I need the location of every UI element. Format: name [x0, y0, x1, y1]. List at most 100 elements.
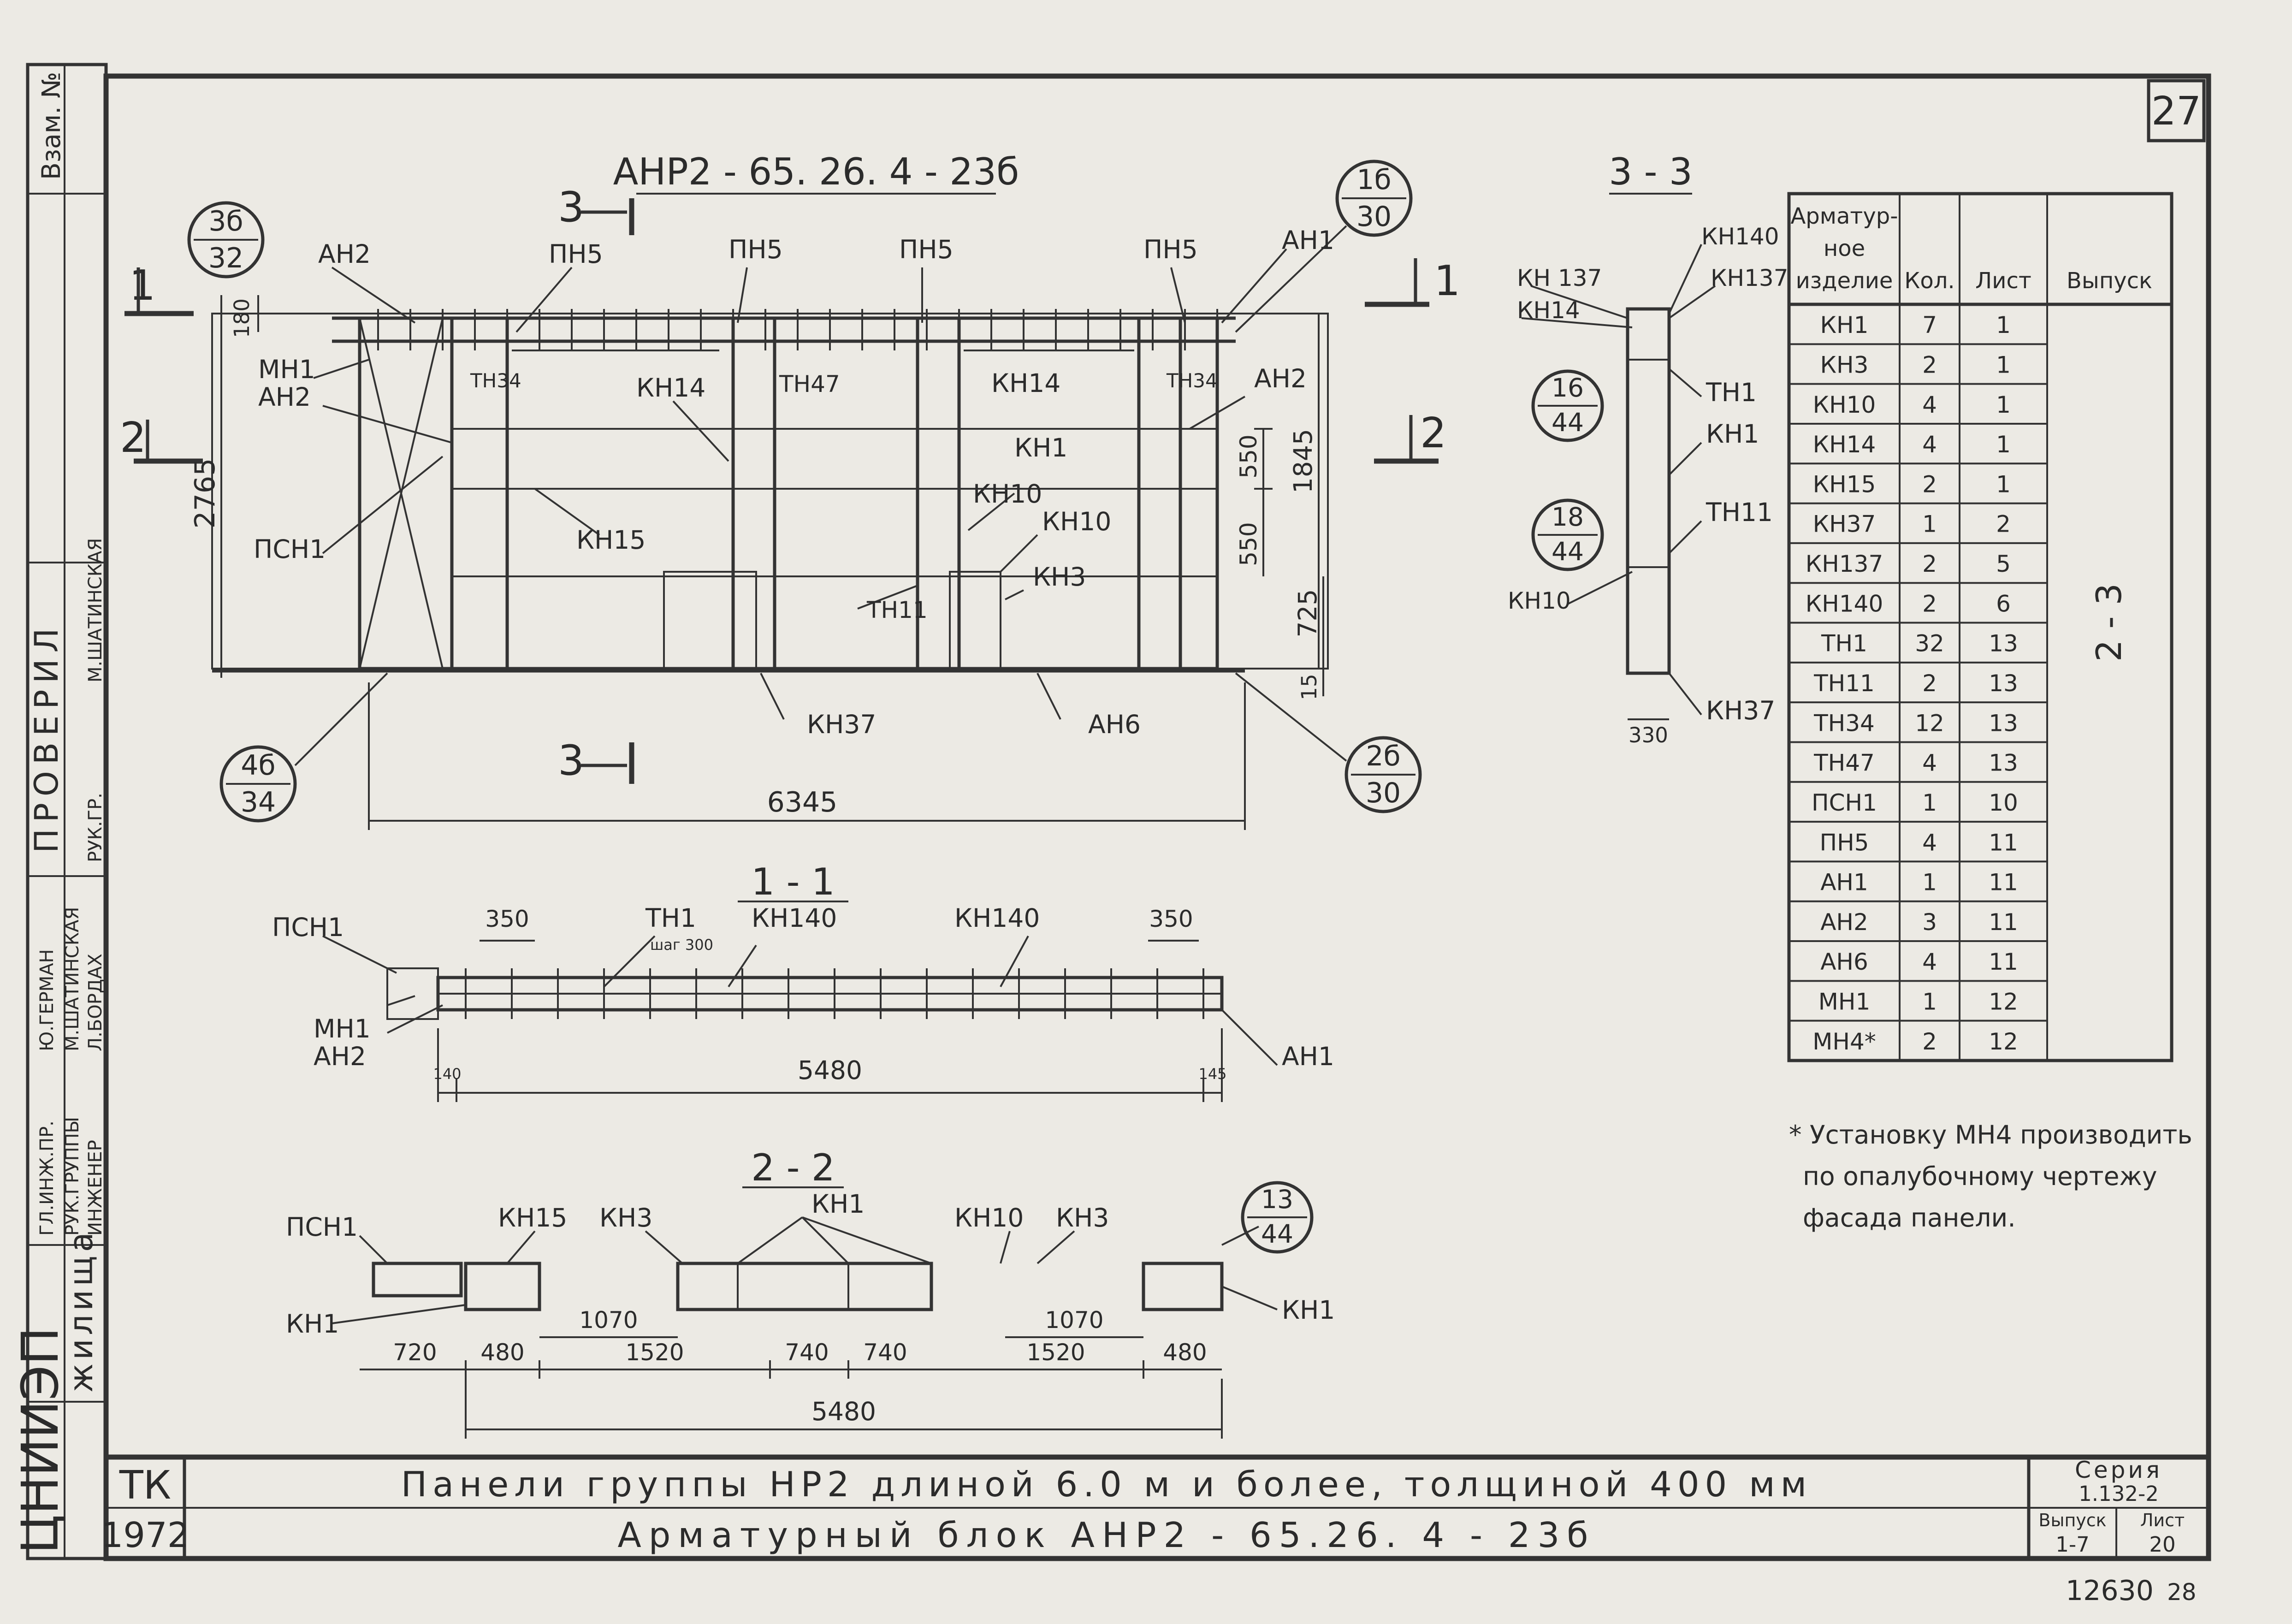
table-cell-sheet: 1	[1996, 351, 2011, 378]
callout-2b-30: 2б 30	[1344, 736, 1422, 813]
callout-4b-34: 4б 34	[219, 745, 297, 823]
callout-top: 13	[1261, 1185, 1293, 1214]
s33-label-kh140: КН140	[1701, 223, 1779, 250]
callout-bottom: 32	[208, 242, 243, 274]
cut-2-left-label: 2	[120, 414, 146, 462]
table-cell-qty: 2	[1922, 590, 1937, 617]
title-line-2: Арматурный блок АНР2 - 65.26. 4 - 23б	[617, 1515, 1595, 1555]
table-cell-item: КН1	[1820, 312, 1869, 338]
cut-3-bottom-label: 3	[558, 736, 584, 785]
table-cell-sheet: 5	[1996, 551, 2011, 577]
label-ph5-2: ПН5	[728, 235, 783, 264]
s33-callout-18-44: 18 44	[1531, 498, 1604, 571]
label-ph5-4: ПН5	[1143, 235, 1198, 264]
s22-dim-1520-a: 1520	[625, 1339, 684, 1366]
archive-suffix: 28	[2167, 1579, 2197, 1606]
corner-sheet-number: 27	[2151, 89, 2201, 134]
table-cell-item: КН137	[1806, 551, 1883, 577]
label-ah2-left: АН2	[258, 382, 311, 412]
s11-label-ah1: АН1	[1282, 1042, 1334, 1071]
table-cell-sheet: 1	[1996, 391, 2011, 418]
s33-label-kh14: КН14	[1517, 297, 1580, 324]
label-ah2-right: АН2	[1254, 364, 1307, 393]
s22-dim-1070-a: 1070	[579, 1307, 638, 1334]
callout-bottom: 34	[241, 786, 276, 818]
s33-label-th11: ТН11	[1706, 498, 1773, 527]
name-4: М.ШАТИНСКАЯ	[85, 538, 106, 682]
label-ah1: АН1	[1282, 225, 1334, 255]
table-cell-sheet: 2	[1996, 511, 2011, 538]
s22-label-kh10: КН10	[954, 1203, 1024, 1233]
name-1: Ю.ГЕРМАН	[36, 949, 58, 1051]
callout-top: 1б	[1356, 164, 1391, 196]
table-cell-sheet: 13	[1989, 750, 2018, 776]
table-cell-item: КН14	[1813, 431, 1876, 458]
s11-dim-350-b: 350	[1149, 906, 1193, 932]
s33-callout-16-44: 16 44	[1531, 369, 1604, 442]
note-line-1: * Установку МН4 производить	[1789, 1120, 2192, 1150]
table-cell-qty: 4	[1922, 750, 1937, 776]
callout-bottom: 44	[1552, 537, 1584, 566]
s22-callout-13-44: 13 44	[1241, 1181, 1314, 1254]
s11-label-ah2: АН2	[314, 1042, 366, 1071]
main-elevation: АНР2 - 65. 26. 4 - 23б	[120, 150, 1460, 830]
dim-2765: 2765	[189, 458, 221, 529]
label-kh10-a: КН10	[973, 479, 1042, 509]
s11-label-kh140-b: КН140	[954, 903, 1040, 933]
dim-725: 725	[1293, 589, 1322, 638]
s22-label-psh1: ПСН1	[286, 1212, 358, 1242]
s22-label-kh1-top: КН1	[811, 1189, 865, 1219]
table-cell-qty: 7	[1922, 312, 1937, 338]
label-th34-right: ТН34	[1166, 369, 1218, 392]
label-psh1: ПСН1	[254, 534, 326, 564]
s22-label-kh3-b: КН3	[1056, 1203, 1109, 1233]
s33-label-kh10: КН10	[1508, 587, 1571, 614]
table-cell-sheet: 1	[1996, 312, 2011, 338]
callout-top: 18	[1552, 502, 1584, 532]
table-cell-item: ТН47	[1813, 750, 1875, 776]
sheet-frame	[26, 63, 2211, 1561]
table-cell-sheet: 11	[1989, 829, 2018, 856]
s11-dim-5480: 5480	[798, 1055, 862, 1085]
callout-top: 2б	[1366, 740, 1400, 772]
section-1-1: 1 - 1 ПСН1 ТН1 шаг 300 КН140 КН	[272, 860, 1334, 1102]
table-cell-item: ТН11	[1813, 670, 1875, 697]
table-header-release: Выпуск	[2067, 268, 2152, 294]
note-block: * Установку МН4 производить по опалубочн…	[1789, 1120, 2192, 1233]
table-cell-qty: 4	[1922, 391, 1937, 418]
label-ph5-1: ПН5	[549, 239, 603, 269]
dim-180: 180	[230, 298, 254, 338]
callout-bottom: 30	[1366, 777, 1401, 809]
s22-label-kh3-a: КН3	[599, 1203, 652, 1233]
section-2-2-title: 2 - 2	[751, 1146, 835, 1189]
s33-label-kh137-right: КН137	[1711, 265, 1789, 291]
dim-1845: 1845	[1288, 429, 1318, 493]
table-cell-qty: 1	[1922, 511, 1937, 538]
callout-3b-32: 3б 32	[187, 201, 265, 279]
table-cell-qty: 2	[1922, 1028, 1937, 1055]
label-mh1: МН1	[258, 355, 315, 384]
section-2-2: 2 - 2 ПСН1 КН15 КН3 КН1	[286, 1146, 1335, 1439]
callout-bottom: 44	[1552, 408, 1584, 437]
title-series-label: Серия	[2075, 1457, 2162, 1483]
label-kh14-right: КН14	[991, 368, 1060, 398]
table-cell-item: КН37	[1813, 511, 1876, 538]
table-cell-qty: 2	[1922, 670, 1937, 697]
table-cell-item: КН3	[1820, 351, 1869, 378]
title-year: 1972	[101, 1515, 190, 1555]
org-name: ЦНИИЭП	[11, 1327, 70, 1554]
table-cell-qty: 1	[1922, 989, 1937, 1015]
label-th47: ТН47	[779, 371, 840, 397]
s11-dim-350-a: 350	[485, 906, 529, 932]
table-cell-item: ТН34	[1813, 710, 1875, 736]
label-th11: ТН11	[866, 597, 928, 623]
title-line-1: Панели группы НР2 длиной 6.0 м и более, …	[401, 1464, 1812, 1505]
s22-label-kh1-right: КН1	[1282, 1295, 1335, 1325]
cut-3-top-label: 3	[558, 183, 584, 231]
table-cell-sheet: 12	[1989, 989, 2018, 1015]
label-ah2-top: АН2	[318, 239, 371, 269]
table-cell-qty: 4	[1922, 431, 1937, 458]
label-ah6: АН6	[1088, 710, 1141, 739]
